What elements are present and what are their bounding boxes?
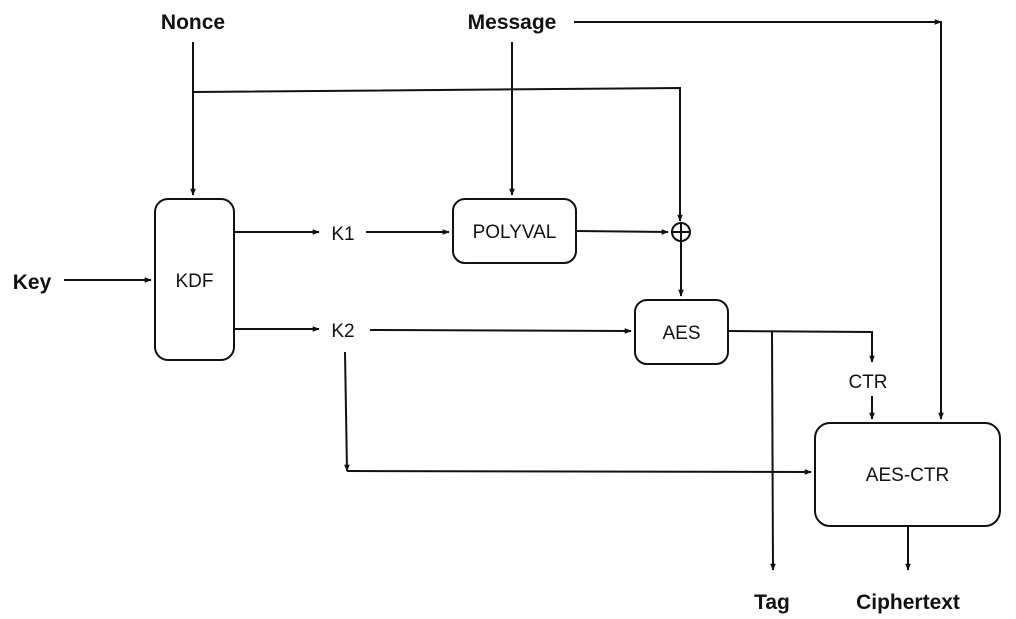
message-to-aes-ctr-arrow [574,21,944,420]
nonce-to-xor-arrow [192,86,683,222]
aes-ctr-box: AES-CTR [814,422,1001,527]
aes-to-tag-arrow [770,331,776,571]
k2-to-aes-arrow [369,328,632,334]
k2-down-arrow [344,351,350,472]
polyval-to-xor-arrow [575,229,669,235]
kdf-label: KDF [176,271,214,292]
key-label: Key [13,271,52,294]
message-label: Message [468,11,557,34]
k1-label: K1 [331,224,354,245]
k2-to-aes-ctr-arrow [346,469,812,475]
tag-label: Tag [754,591,790,614]
aes-ctr-label: AES-CTR [866,465,949,486]
nonce-label: Nonce [161,11,225,34]
aes-box: AES [634,299,729,365]
polyval-box: POLYVAL [452,198,577,264]
kdf-box: KDF [154,198,235,361]
k2-label: K2 [331,321,354,342]
aes-to-ctr-arrow [727,330,875,363]
ciphertext-label: Ciphertext [856,591,960,614]
ctr-label: CTR [848,372,887,393]
aes-label: AES [662,323,700,344]
xor-icon [671,222,691,242]
polyval-label: POLYVAL [473,222,557,243]
